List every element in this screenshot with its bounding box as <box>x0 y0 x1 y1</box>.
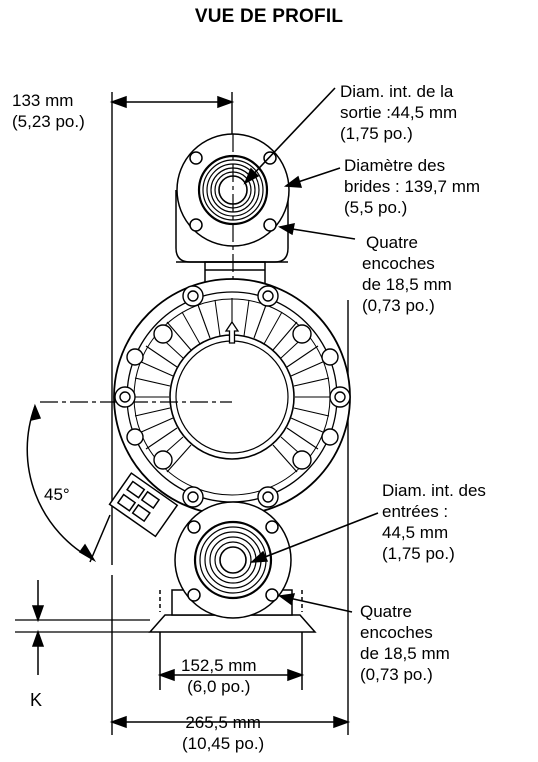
label-base-152-5: 152,5 mm (6,0 po.) <box>181 656 257 696</box>
dimension-152-5mm <box>157 632 305 690</box>
angle-45-dimension <box>26 403 111 563</box>
label-inlet-diameter: Diam. int. des entrées : 44,5 mm (1,75 p… <box>382 481 486 563</box>
page-title: VUE DE PROFIL <box>194 6 344 27</box>
label-outlet-diameter: Diam. int. de la sortie :44,5 mm (1,75 p… <box>340 82 458 143</box>
leader-flange <box>283 167 341 188</box>
dimension-133mm <box>109 95 235 109</box>
label-slots-bottom: Quatre encoches de 18,5 mm (0,73 po.) <box>360 602 450 684</box>
label-slots-top: Quatre encoches de 18,5 mm (0,73 po.) <box>362 233 452 315</box>
air-valve-block <box>108 472 179 538</box>
diaphragm-housing <box>40 278 351 516</box>
outlet-flange <box>175 133 290 400</box>
leader-inlet <box>249 512 379 563</box>
label-width-133: 133 mm (5,23 po.) <box>12 91 85 131</box>
label-flange-diameter: Diamètre des brides : 139,7 mm (5,5 po.) <box>344 156 481 217</box>
dimension-265-5mm <box>109 715 351 729</box>
label-angle-45: 45° <box>44 485 70 504</box>
label-k: K <box>30 690 43 710</box>
leader-slots-top <box>277 223 356 240</box>
label-overall-265-5: 265,5 mm (10,45 po.) <box>182 713 265 753</box>
dimension-k <box>15 580 150 675</box>
leader-outlet <box>243 87 336 185</box>
leader-slots-bottom <box>278 593 353 613</box>
inlet-flange <box>148 501 317 633</box>
